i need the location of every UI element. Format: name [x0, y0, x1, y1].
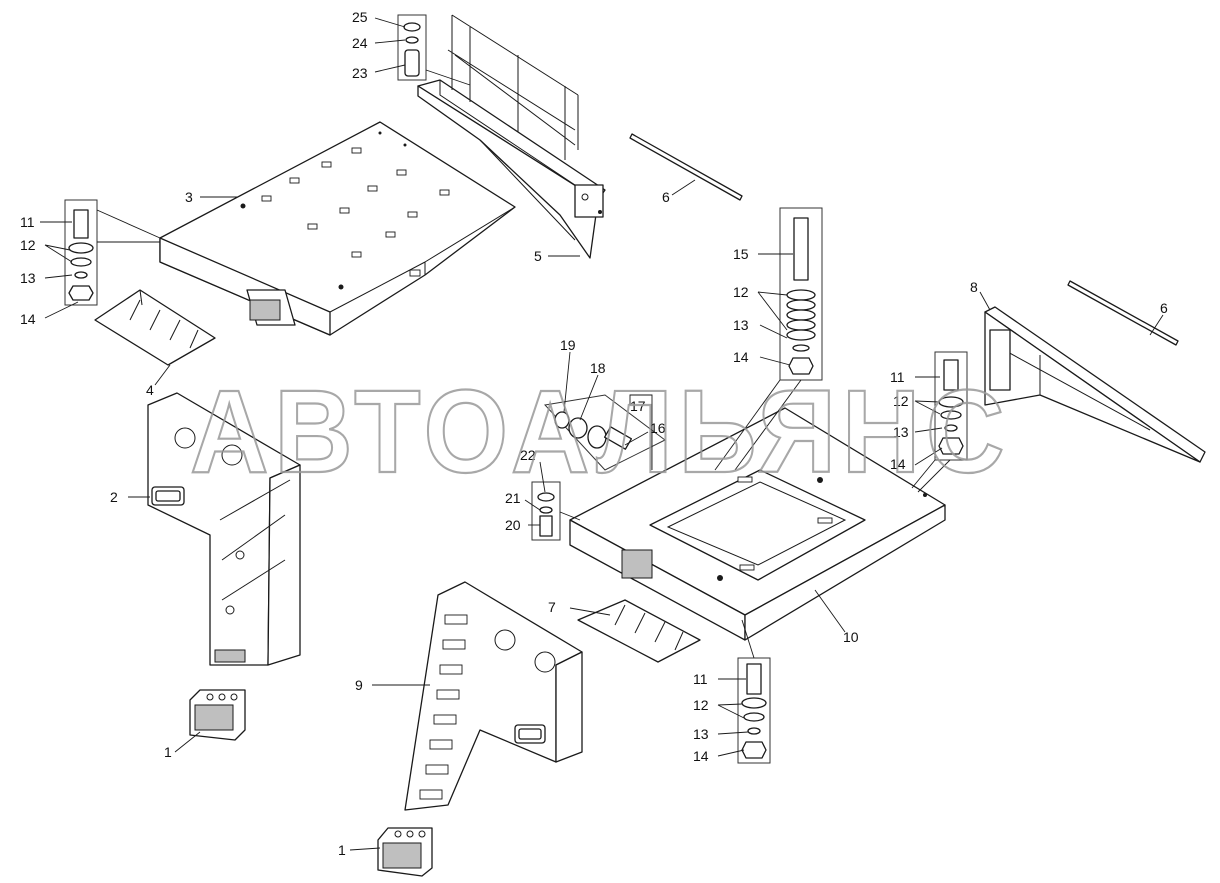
callout-12-center: 12: [733, 284, 749, 300]
callout-14-right: 14: [890, 456, 906, 472]
callout-14-bottom: 14: [693, 748, 709, 764]
strip-top: [629, 133, 743, 201]
bracket-right: [984, 306, 1206, 463]
step-block-lower-left: [189, 689, 246, 741]
callout-16: 16: [650, 420, 666, 436]
callout-13-right: 13: [893, 424, 909, 440]
callout-12-left: 12: [20, 237, 36, 253]
leader-lines: [40, 17, 1164, 851]
fastener-kit-right: [934, 351, 968, 461]
callout-13-left: 13: [20, 270, 36, 286]
callout-9: 9: [355, 677, 363, 693]
callout-19: 19: [560, 337, 576, 353]
callout-6b: 6: [1160, 300, 1168, 316]
callout-13-center: 13: [733, 317, 749, 333]
callout-25: 25: [352, 9, 368, 25]
callout-15: 15: [733, 246, 749, 262]
callout-3: 3: [185, 189, 193, 205]
callout-11-bottom: 11: [693, 671, 708, 687]
fastener-kit-left: [64, 199, 98, 306]
callout-5: 5: [534, 248, 542, 264]
callout-20: 20: [505, 517, 521, 533]
side-panel-left: [147, 392, 301, 666]
callout-18: 18: [590, 360, 606, 376]
callout-14-center: 14: [733, 349, 749, 365]
callout-8: 8: [970, 279, 978, 295]
platform-left: [159, 121, 516, 336]
side-panel-right: [404, 581, 583, 811]
callout-17: 17: [630, 398, 646, 414]
fastener-kit-small: [531, 481, 561, 541]
callout-22: 22: [520, 447, 536, 463]
callout-labels: 1 1 2 3 4 5 6 6 7 8 9 10 11 12 13 14 15 …: [20, 9, 1168, 858]
callout-6a: 6: [662, 189, 670, 205]
callout-1a: 1: [164, 744, 172, 760]
callout-11-left: 11: [20, 214, 35, 230]
strip-right: [1067, 280, 1179, 346]
callout-1b: 1: [338, 842, 346, 858]
callout-7: 7: [548, 599, 556, 615]
callout-12-bottom: 12: [693, 697, 709, 713]
callout-21: 21: [505, 490, 521, 506]
callout-2: 2: [110, 489, 118, 505]
fastener-kit-top: [397, 14, 427, 81]
step-grate-left: [94, 289, 216, 366]
callout-11-right: 11: [890, 369, 905, 385]
railing-bracket: [417, 14, 606, 259]
platform-step-left: [246, 289, 296, 326]
fastener-kit-bottom: [737, 657, 771, 764]
platform-right: [569, 407, 946, 641]
callout-13-bottom: 13: [693, 726, 709, 742]
callout-24: 24: [352, 35, 368, 51]
fastener-kit-angled: [544, 394, 666, 471]
fastener-kit-center: [779, 207, 823, 381]
callout-10: 10: [843, 629, 859, 645]
callout-23: 23: [352, 65, 368, 81]
callout-14-left: 14: [20, 311, 36, 327]
callout-12-right: 12: [893, 393, 909, 409]
step-block-bottom: [377, 827, 433, 877]
callout-4: 4: [146, 382, 154, 398]
step-grate-right: [577, 599, 701, 663]
watermark-logo: АВТОАЛЬЯНС: [190, 366, 1010, 498]
